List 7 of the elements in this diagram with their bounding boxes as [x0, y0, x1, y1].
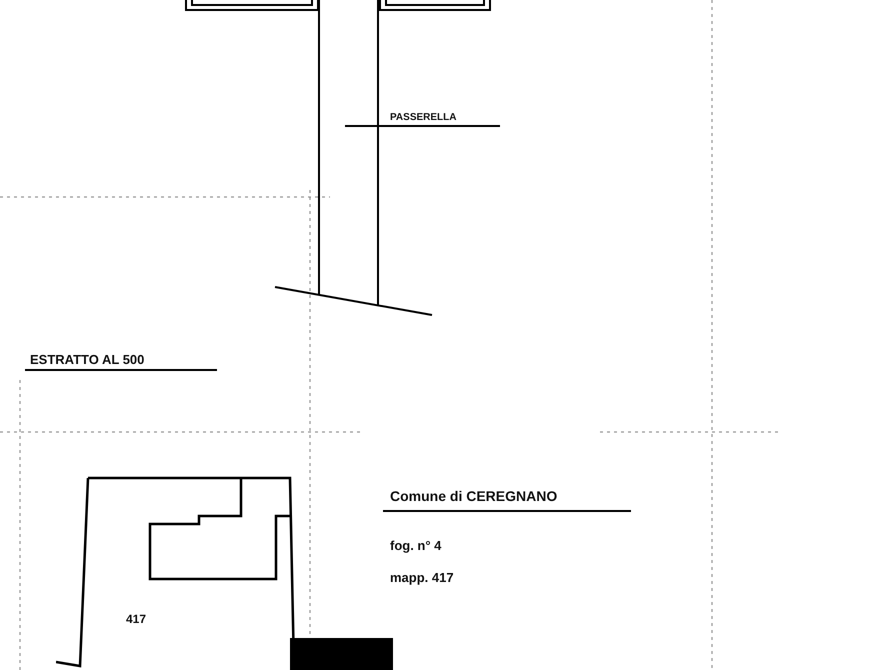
municipality-label: Comune di CEREGNANO: [390, 488, 558, 504]
parcel-number: 417: [126, 612, 146, 626]
sheet-number: fog. n° 4: [390, 538, 442, 553]
parcel-outline: [56, 476, 296, 670]
street-label: PASSERELLA: [390, 112, 456, 123]
scale-label: ESTRATTO AL 500: [30, 352, 144, 367]
parcel-number: mapp. 417: [390, 570, 454, 585]
